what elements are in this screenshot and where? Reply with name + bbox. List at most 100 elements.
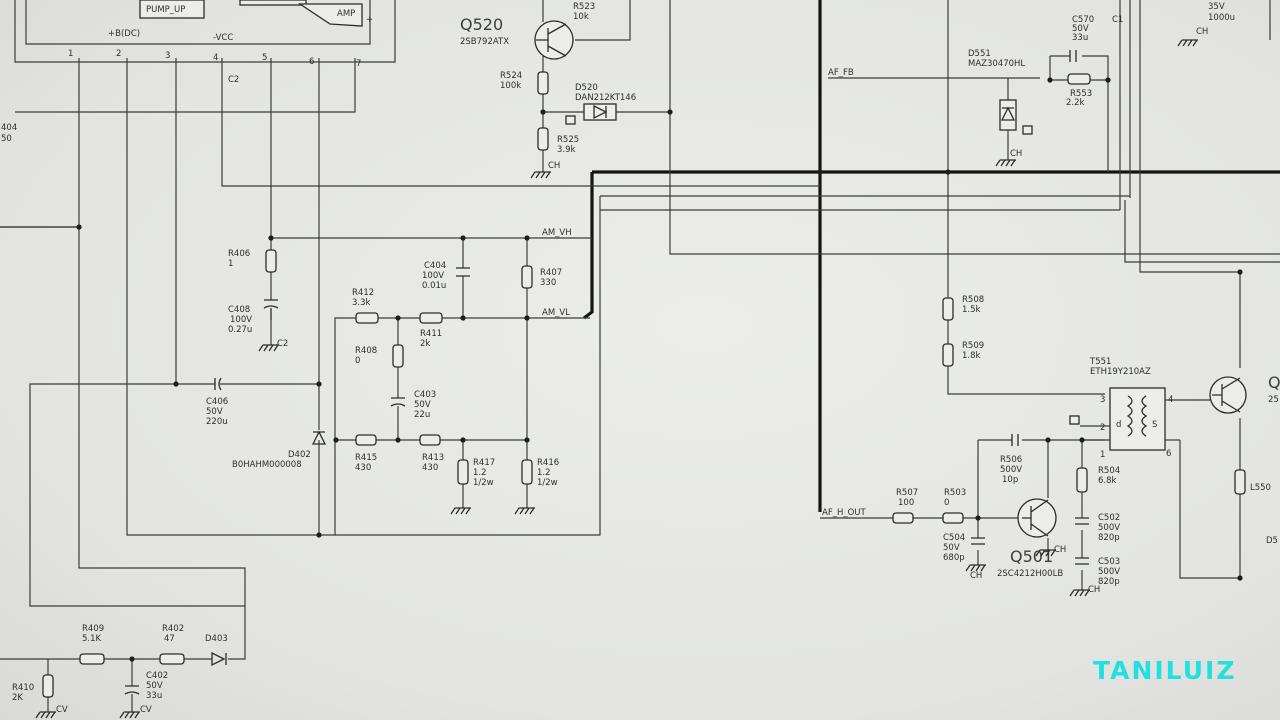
q520-ref: Q520 bbox=[460, 15, 503, 34]
svg-text:+: + bbox=[366, 15, 373, 25]
c570-ref: C570 bbox=[1072, 15, 1094, 25]
r411-ref: R411 bbox=[420, 329, 442, 339]
diodes: D520 DAN212KT146 D551 MAZ30470HL D402 B0… bbox=[205, 49, 1033, 667]
r408-ref: R408 bbox=[355, 346, 377, 356]
r409-ref: R409 bbox=[82, 624, 104, 634]
r508-value: 1.5k bbox=[962, 305, 981, 315]
gnd-ch-c504: CH bbox=[970, 571, 982, 581]
pin-4: 4 bbox=[213, 53, 218, 63]
pump-up-label: PUMP_UP bbox=[146, 5, 185, 15]
r416-rating: 1/2w bbox=[537, 478, 558, 488]
pin-name-vcc: -VCC bbox=[213, 33, 233, 43]
d520-part: DAN212KT146 bbox=[575, 93, 636, 103]
r417-ref: R417 bbox=[473, 458, 495, 468]
r553-value: 2.2k bbox=[1066, 98, 1085, 108]
edge-label-50: 50 bbox=[1, 134, 12, 144]
net-af-fb: AF_FB bbox=[828, 68, 854, 78]
r410-ref: R410 bbox=[12, 683, 34, 693]
r402-ref: R402 bbox=[162, 624, 184, 634]
r508-ref: R508 bbox=[962, 295, 984, 305]
d402-part: B0HAHM000008 bbox=[232, 460, 302, 470]
transistor-q520: Q520 2SB792ATX bbox=[460, 15, 574, 60]
edge-label-c1: C1 bbox=[1112, 15, 1123, 25]
top-right-v: 35V bbox=[1208, 2, 1225, 12]
t551-pin-3: 3 bbox=[1100, 395, 1105, 405]
c404-ref: C404 bbox=[424, 261, 446, 271]
d551-part: MAZ30470HL bbox=[968, 59, 1025, 69]
r524-ref: R524 bbox=[500, 71, 522, 81]
watermark-text: TANILUIZ bbox=[1093, 656, 1236, 685]
r411-value: 2k bbox=[420, 339, 430, 349]
c503-ref: C503 bbox=[1098, 557, 1120, 567]
edge-label-25: 25 bbox=[1268, 395, 1279, 405]
c408-value: 0.27u bbox=[228, 325, 252, 335]
thick-bus-lines bbox=[583, 0, 1280, 512]
t551-d: d bbox=[1116, 420, 1121, 430]
r415-value: 430 bbox=[355, 463, 371, 473]
r504-value: 6.8k bbox=[1098, 476, 1117, 486]
gnd-ch-top: CH bbox=[1196, 27, 1208, 37]
resistor-labels: R523 10k R524 100k R525 3.9k R553 2.2k R… bbox=[12, 2, 1120, 703]
r504-ref: R504 bbox=[1098, 466, 1120, 476]
ground-symbols: CH CH C2 CH CH CH CH CV CV bbox=[35, 27, 1208, 719]
pin-5: 5 bbox=[262, 53, 267, 63]
c408-ref: C408 bbox=[228, 305, 250, 315]
r503-ref: R503 bbox=[944, 488, 966, 498]
edge-label-404: 404 bbox=[1, 123, 17, 133]
c406-ref: C406 bbox=[206, 397, 228, 407]
c503-v: 500V bbox=[1098, 567, 1120, 577]
r417-rating: 1/2w bbox=[473, 478, 494, 488]
r412-ref: R412 bbox=[352, 288, 374, 298]
r412-value: 3.3k bbox=[352, 298, 371, 308]
gnd-cv-c402: CV bbox=[140, 705, 152, 715]
gnd-ch-q520: CH bbox=[548, 161, 560, 171]
c403-ref: C403 bbox=[414, 390, 436, 400]
c403-v: 50V bbox=[414, 400, 431, 410]
junction-dots bbox=[76, 77, 1243, 662]
t551-pin-2: 2 bbox=[1100, 423, 1105, 433]
gnd-cv-r410: CV bbox=[56, 705, 68, 715]
t551-s: S bbox=[1152, 420, 1157, 430]
r524-value: 100k bbox=[500, 81, 521, 91]
c404-value: 0.01u bbox=[422, 281, 446, 291]
c408-v: 100V bbox=[230, 315, 252, 325]
gnd-ch-d551: CH bbox=[1010, 149, 1022, 159]
c2-label: C2 bbox=[228, 75, 239, 85]
r416-value: 1.2 bbox=[537, 468, 551, 478]
c570-value: 33u bbox=[1072, 33, 1088, 43]
c406-value: 220u bbox=[206, 417, 228, 427]
c506-v: 500V bbox=[1000, 465, 1022, 475]
pin-1: 1 bbox=[68, 49, 73, 59]
r417-value: 1.2 bbox=[473, 468, 487, 478]
r410-value: 2K bbox=[12, 693, 23, 703]
d551-ref: D551 bbox=[968, 49, 991, 59]
top-right-value: 1000u bbox=[1208, 13, 1235, 23]
q501-part: 2SC4212H00LB bbox=[997, 569, 1063, 579]
t551-part: ETH19Y210AZ bbox=[1090, 367, 1151, 377]
r402-value: 47 bbox=[164, 634, 175, 644]
r553-ref: R553 bbox=[1070, 89, 1092, 99]
r525-ref: R525 bbox=[557, 135, 579, 145]
r415-ref: R415 bbox=[355, 453, 377, 463]
q501-ref: Q501 bbox=[1010, 547, 1053, 566]
gnd-ch-q501: CH bbox=[1054, 545, 1066, 555]
t551-pin-6: 6 bbox=[1166, 449, 1171, 459]
amp-label: AMP bbox=[337, 9, 355, 19]
d520-ref: D520 bbox=[575, 83, 598, 93]
pin-6: 6 bbox=[309, 57, 314, 67]
capacitor-labels: C570 50V 33u 35V 1000u C404 100V 0.01u C… bbox=[146, 2, 1235, 701]
r407-value: 330 bbox=[540, 278, 556, 288]
r503-value: 0 bbox=[944, 498, 949, 508]
r509-ref: R509 bbox=[962, 341, 984, 351]
c403-value: 22u bbox=[414, 410, 430, 420]
capacitors bbox=[124, 50, 1089, 695]
r407-ref: R407 bbox=[540, 268, 562, 278]
c503-value: 820p bbox=[1098, 577, 1120, 587]
r413-value: 430 bbox=[422, 463, 438, 473]
pin-3: 3 bbox=[165, 51, 170, 61]
c502-value: 820p bbox=[1098, 533, 1120, 543]
transistor-right bbox=[1209, 376, 1247, 414]
c570-v: 50V bbox=[1072, 24, 1089, 34]
